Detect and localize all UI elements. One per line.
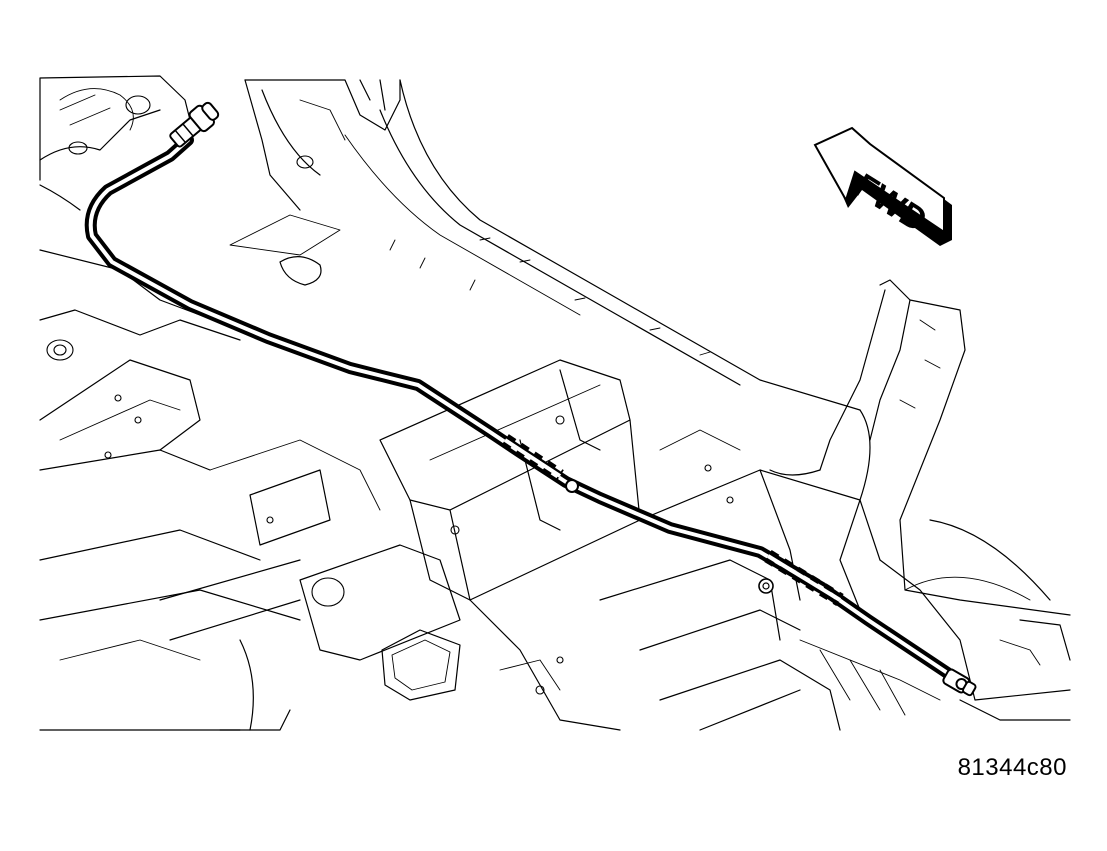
fastener — [758, 578, 774, 594]
floor-pan-linework — [39, 75, 1071, 731]
fwd-arrow-icon: FWD — [813, 126, 952, 246]
figure-id-label: 81344c80 — [957, 754, 1067, 781]
upper-connector — [169, 101, 220, 148]
tube-routing — [84, 134, 961, 684]
tube-clip — [565, 479, 579, 493]
lower-connector — [942, 668, 977, 697]
